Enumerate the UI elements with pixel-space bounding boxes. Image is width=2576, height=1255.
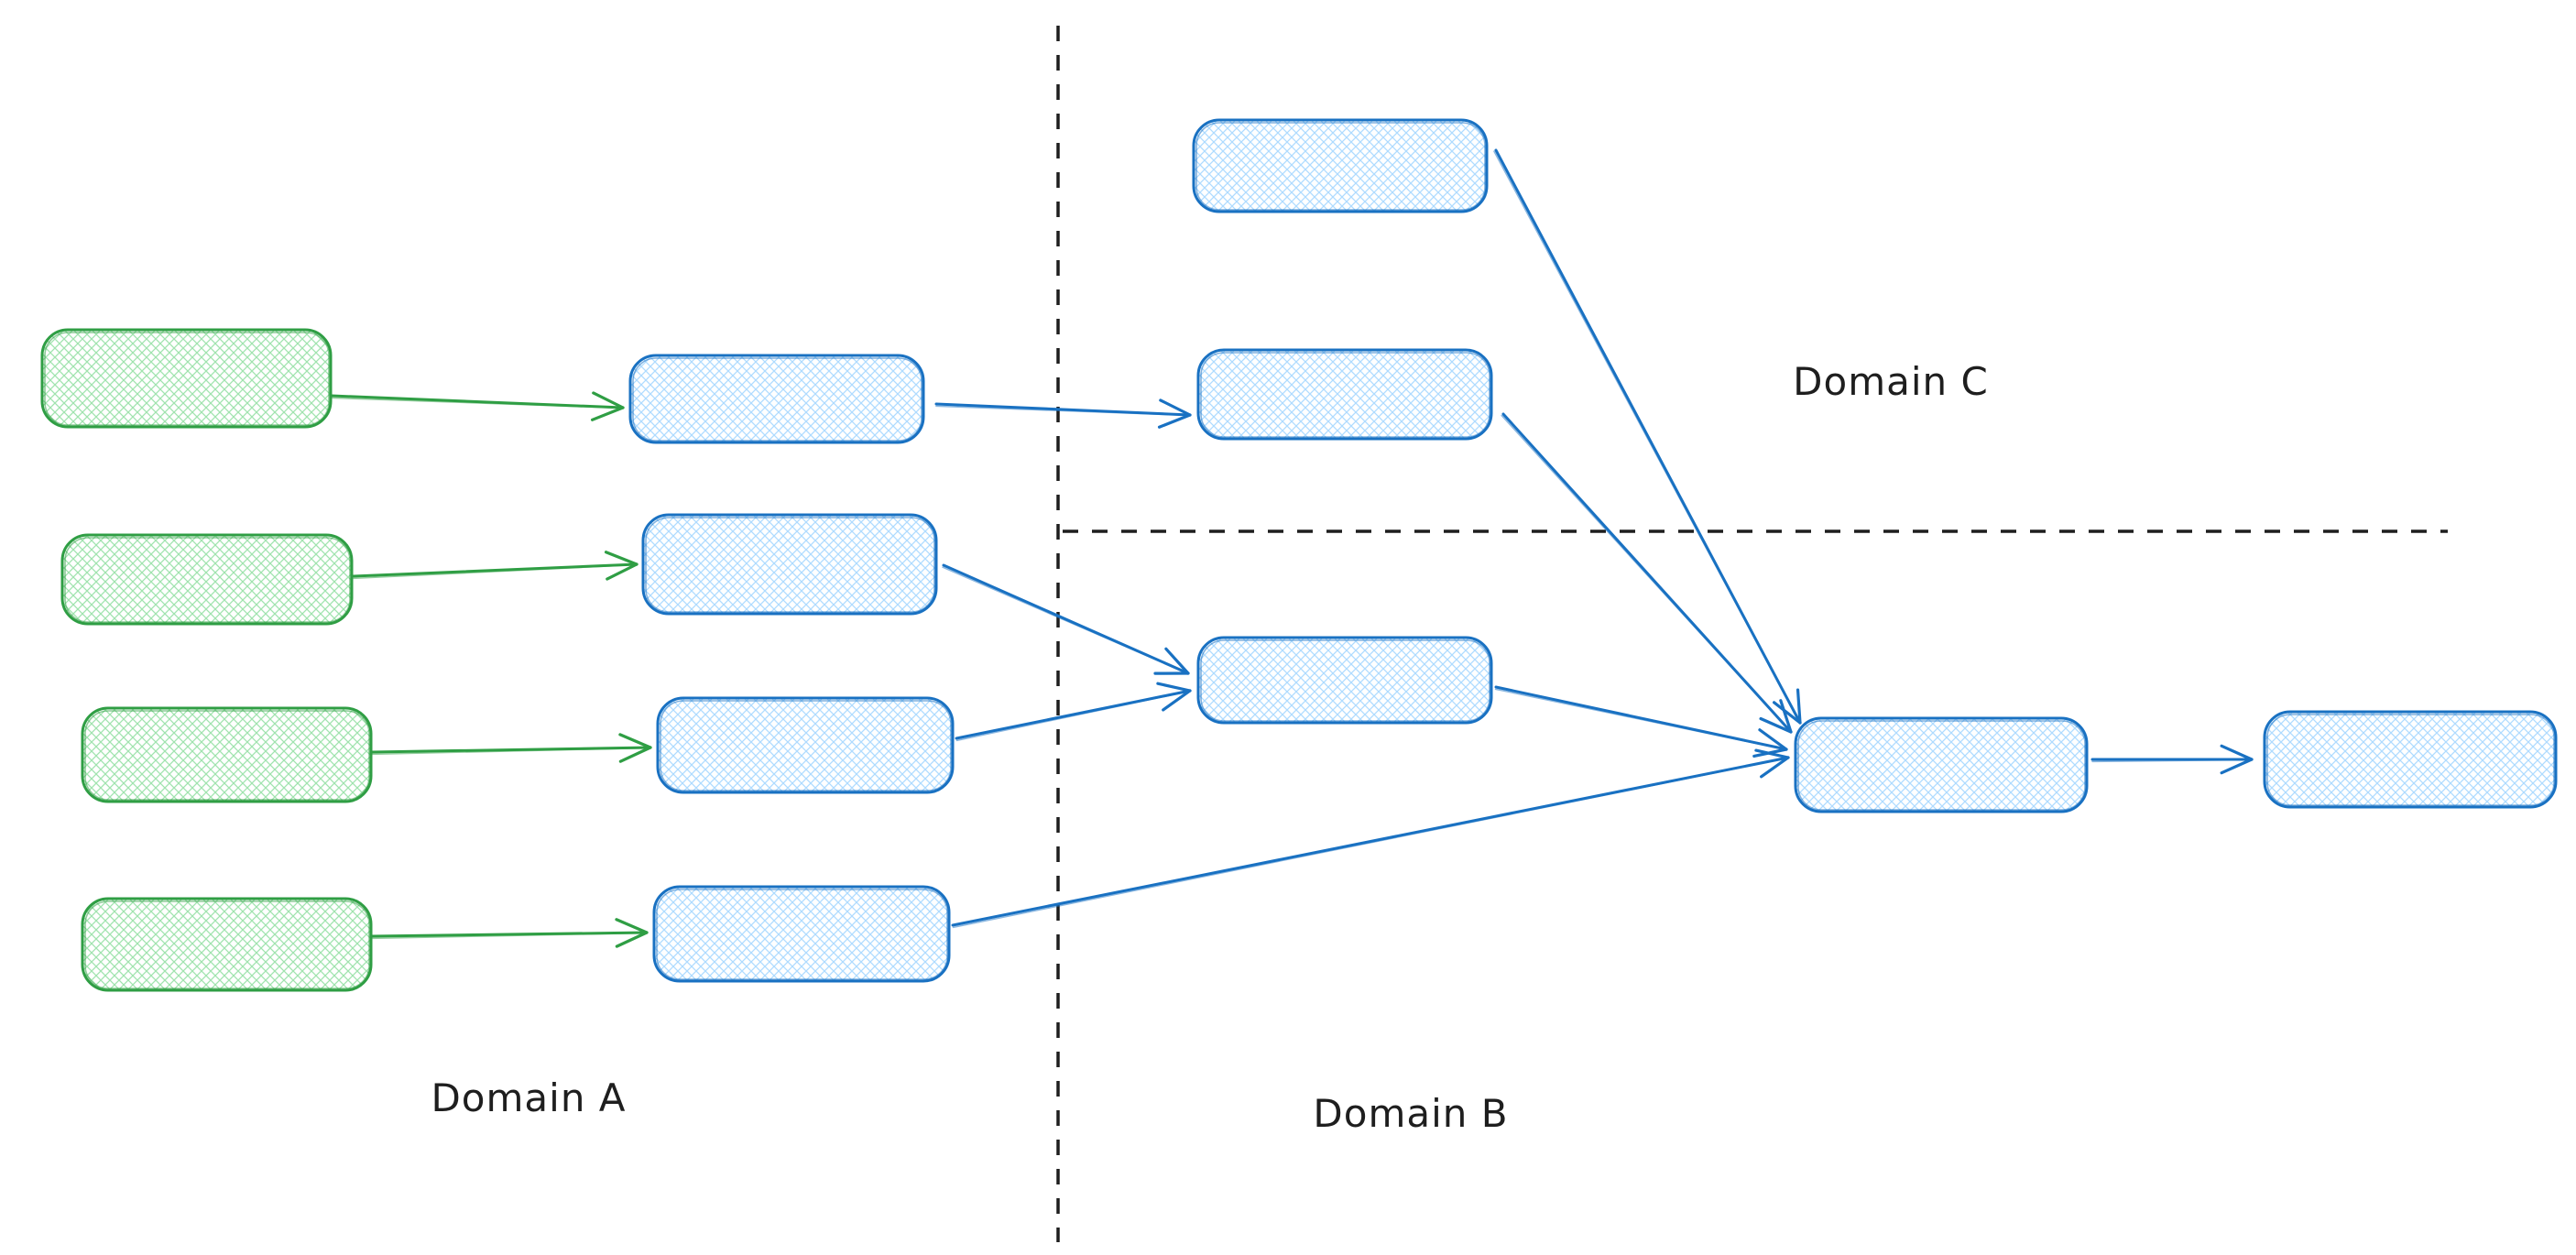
arrowhead-line: [590, 406, 625, 421]
arrowhead-line: [615, 931, 649, 948]
labels-layer: Domain A Domain B Domain C: [431, 359, 1989, 1136]
domain-a-source-3-sketch-stroke: [84, 710, 370, 801]
domain-a-node-3: [656, 696, 955, 794]
arrowhead-line: [1159, 398, 1192, 417]
arrowhead-line: [2220, 744, 2254, 761]
arrowhead-line: [1779, 699, 1793, 734]
domain-a-node-4: [652, 885, 951, 983]
domain-a-source-4: [81, 897, 373, 992]
domain-a-source-4-shape: [81, 897, 373, 992]
domain-c-node-2-shape: [1196, 348, 1493, 441]
arrow-node3-bnode1: [955, 682, 1192, 742]
domain-a-source-2-shape: [60, 533, 354, 626]
arrow-bnode1-hub: [1494, 685, 1788, 758]
domain-b-node-1: [1196, 636, 1493, 725]
domain-a-node-1-shape: [628, 354, 925, 444]
arrowhead-line: [1759, 716, 1793, 734]
arrowhead-line: [1796, 688, 1802, 725]
domain-a-node-3-sketch-stroke: [660, 700, 952, 791]
domain-c-node-1-sketch-stroke: [1195, 122, 1486, 211]
domain-a-source-1-shape: [40, 328, 333, 429]
domain-b-node-1-shape: [1196, 636, 1493, 725]
arrowhead-line: [1164, 647, 1190, 675]
arrow-cnode2-hub: [1501, 412, 1793, 734]
domain-a-node-2-shape: [641, 513, 938, 616]
domain-c-label: Domain C: [1793, 359, 1989, 404]
domain-a-node-2: [641, 513, 938, 616]
arrowhead-line: [618, 733, 652, 749]
arrowhead-line: [604, 551, 639, 566]
domain-b-hub-node-shape: [1794, 716, 2089, 813]
domain-a-node-4-shape: [652, 885, 951, 983]
arrowhead-line: [1773, 701, 1802, 725]
domain-c-node-2-sketch-stroke: [1200, 352, 1490, 438]
arrowhead-line: [606, 562, 639, 581]
nodes-layer: [40, 118, 2558, 992]
arrowhead-line: [592, 391, 625, 409]
arrowhead-line: [1156, 682, 1192, 693]
domain-b-hub-node: [1794, 716, 2089, 813]
arrowhead-line: [1157, 413, 1192, 429]
domain-c-node-1: [1192, 118, 1489, 213]
domain-a-label: Domain A: [431, 1075, 626, 1120]
arrow-node4-hub: [951, 748, 1790, 929]
arrowhead-line: [618, 746, 652, 763]
domain-a-source-1-sketch-stroke: [44, 332, 330, 426]
domain-a-node-3-shape: [656, 696, 955, 794]
domain-a-source-1: [40, 328, 333, 429]
domain-b-node-1-sketch-stroke: [1200, 639, 1490, 722]
arrow-source1-node1: [330, 391, 625, 421]
arrowhead-line: [1758, 728, 1788, 751]
domain-a-node-1-sketch-stroke: [632, 357, 922, 442]
domain-c-node-1-shape: [1192, 118, 1489, 213]
arrowhead-line: [1162, 689, 1192, 712]
domain-a-source-4-sketch-stroke: [84, 900, 370, 989]
arrowhead-line: [2220, 758, 2254, 775]
arrow-source2-node2: [352, 551, 639, 581]
domain-b-hub-node-sketch-stroke: [1797, 720, 2086, 811]
arrowhead-line: [615, 918, 649, 934]
dividers-layer: [1056, 26, 2448, 1242]
domain-a-source-3: [81, 706, 373, 803]
domain-b-output-node-sketch-stroke: [2266, 714, 2555, 806]
arrow-cnode1-hub: [1493, 148, 1802, 725]
arrowhead-line: [1760, 756, 1790, 779]
domain-b-label: Domain B: [1313, 1091, 1508, 1136]
domain-a-source-2-sketch-stroke: [64, 537, 351, 623]
arrow-hub-output: [2090, 744, 2254, 775]
domain-a-node-4-sketch-stroke: [656, 889, 948, 980]
domain-a-source-2: [60, 533, 354, 626]
arrow-node2-bnode1: [942, 563, 1190, 675]
arrow-node1-cnode2: [934, 398, 1192, 429]
domain-b-output-node-shape: [2263, 710, 2558, 809]
arrow-source3-node3: [370, 733, 652, 763]
arrowhead-line: [1752, 748, 1788, 758]
edges-layer: [330, 148, 2254, 948]
domain-a-node-2-sketch-stroke: [645, 517, 935, 613]
domain-b-output-node: [2263, 710, 2558, 809]
domain-a-node-1: [628, 354, 925, 444]
arrowhead-line: [1754, 748, 1790, 759]
arrow-source4-node4: [370, 918, 649, 948]
domain-a-source-3-shape: [81, 706, 373, 803]
domain-c-node-2: [1196, 348, 1493, 441]
